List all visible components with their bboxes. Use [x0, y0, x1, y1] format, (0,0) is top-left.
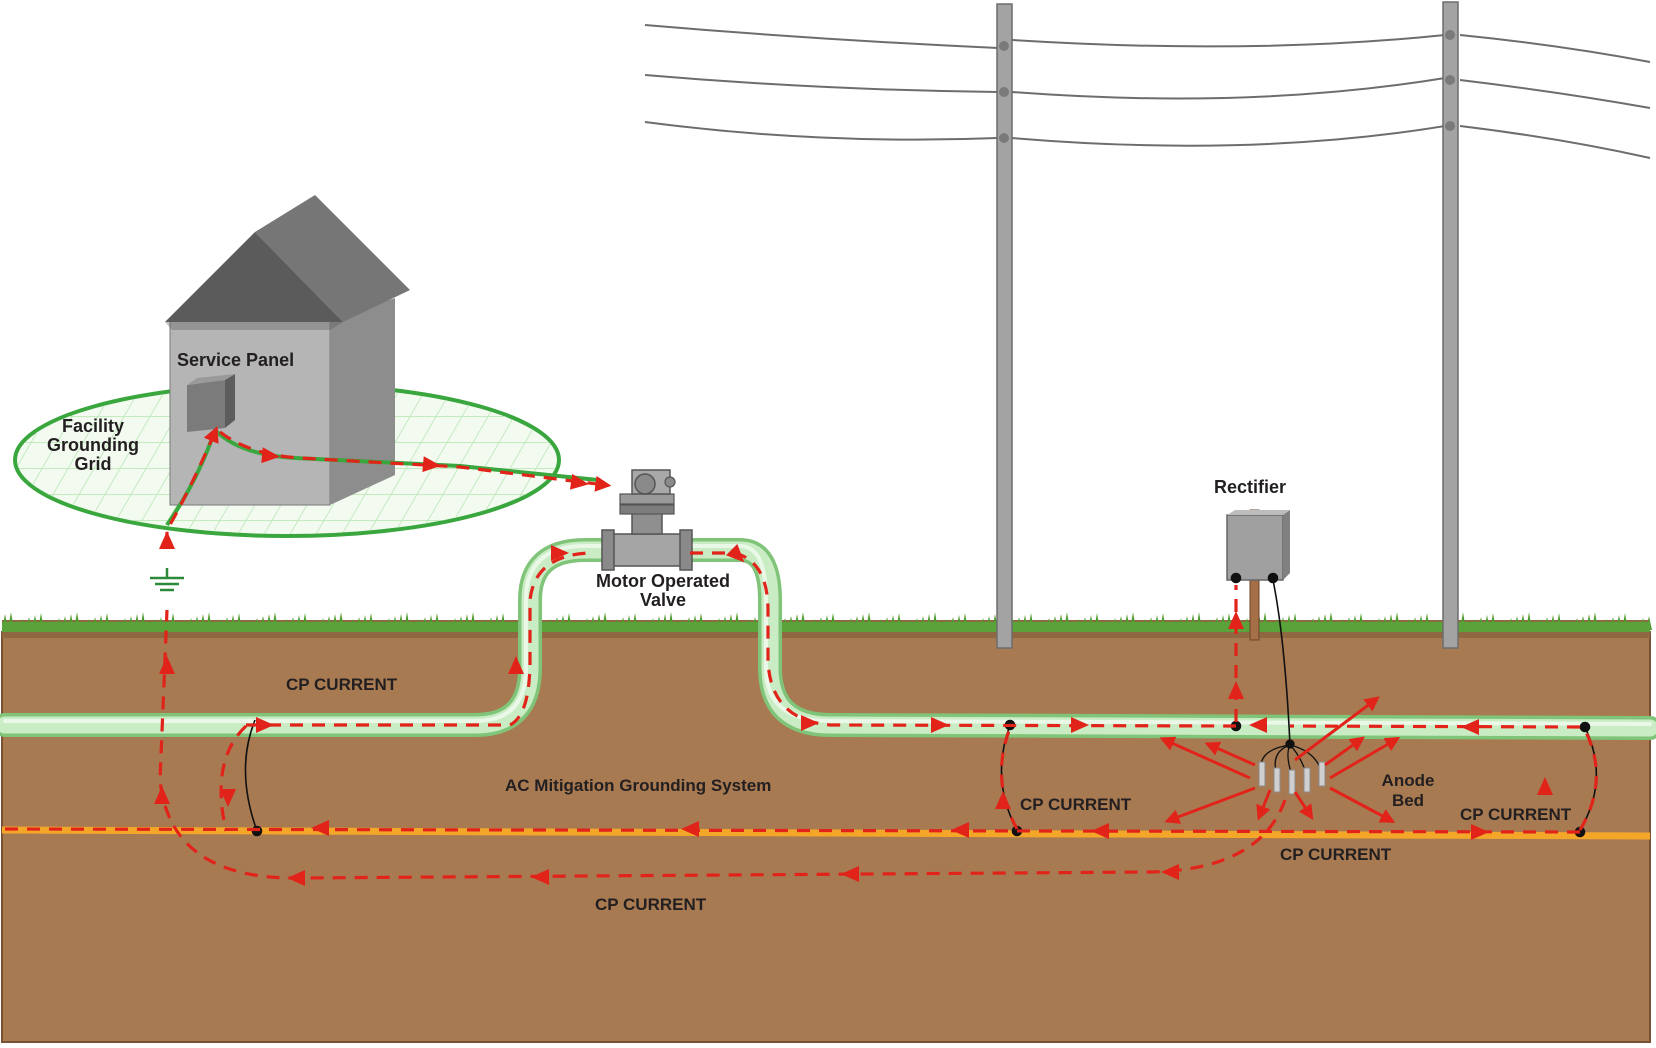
- anode-bed-label-line1: Anode: [1382, 771, 1435, 790]
- service-panel: [187, 374, 235, 432]
- cp-arrowhead: [287, 870, 305, 886]
- anode-bed-label-line2: Bed: [1392, 791, 1424, 810]
- anode-bed-label: Anode Bed: [1382, 771, 1435, 810]
- rectifier: [1226, 509, 1290, 641]
- cp-arrowhead: [995, 791, 1011, 809]
- cp-arrowhead: [931, 717, 949, 733]
- grass: [2, 612, 1652, 632]
- cp-arrowhead: [1071, 717, 1089, 733]
- cp-current-label-bottom: CP CURRENT: [595, 895, 707, 914]
- cp-arrowhead: [681, 821, 699, 837]
- cp-arrowhead: [311, 820, 329, 836]
- utility-pole-right: [1442, 1, 1459, 649]
- ground-symbol: [150, 568, 184, 592]
- cp-arrowhead: [508, 656, 524, 674]
- grounding-grid-label: Facility Grounding Grid: [47, 416, 139, 474]
- cp-arrowhead: [159, 656, 175, 674]
- cp-arrowhead: [1228, 681, 1244, 699]
- anode-rods: [1258, 761, 1326, 795]
- utility-pole-left: [996, 3, 1013, 649]
- grounding-grid-label-line1: Facility: [62, 416, 124, 436]
- cp-current-label-center: CP CURRENT: [1020, 795, 1132, 814]
- rectifier-label: Rectifier: [1214, 477, 1286, 497]
- anode-radial-arrows: [1159, 696, 1401, 824]
- pipeline: [0, 538, 1656, 740]
- cp-arrowheads: [154, 447, 1553, 886]
- service-panel-label: Service Panel: [177, 350, 294, 370]
- motor-valve-label-line2: Valve: [640, 590, 686, 610]
- cp-arrowhead: [1471, 824, 1489, 840]
- cp-current-label-right: CP CURRENT: [1460, 805, 1572, 824]
- cp-arrowhead: [551, 545, 569, 561]
- cp-arrowhead: [159, 531, 175, 549]
- motor-valve-label-line1: Motor Operated: [596, 571, 730, 591]
- motor-operated-valve: [601, 469, 693, 571]
- cp-arrowhead: [1461, 719, 1479, 735]
- cp-arrowhead: [422, 456, 441, 473]
- cp-arrowhead: [569, 473, 589, 490]
- cp-arrowhead: [801, 715, 819, 731]
- cp-current-label-upper-left: CP CURRENT: [286, 675, 398, 694]
- cp-arrowhead: [951, 822, 969, 838]
- ac-mitigation-label: AC Mitigation Grounding System: [505, 776, 771, 795]
- grounding-grid-label-line2: Grounding: [47, 435, 139, 455]
- cp-arrowhead: [1091, 823, 1109, 839]
- cp-arrowhead: [841, 866, 859, 882]
- cp-arrowhead: [531, 869, 549, 885]
- power-lines: [644, 24, 1651, 159]
- cp-arrowhead: [1537, 777, 1553, 795]
- grass-strip: [2, 622, 1650, 632]
- cp-current-label-anode: CP CURRENT: [1280, 845, 1392, 864]
- cp-arrowhead: [1249, 717, 1267, 733]
- grounding-grid-label-line3: Grid: [74, 454, 111, 474]
- cp-arrowhead: [256, 717, 274, 733]
- cp-arrowhead: [725, 543, 745, 563]
- cp-arrowhead: [154, 786, 170, 804]
- cp-arrowhead: [261, 447, 280, 464]
- motor-valve-label: Motor Operated Valve: [596, 571, 730, 610]
- cp-arrowhead: [1228, 611, 1244, 629]
- cp-arrowhead: [220, 789, 236, 807]
- cp-arrowhead: [1161, 864, 1179, 880]
